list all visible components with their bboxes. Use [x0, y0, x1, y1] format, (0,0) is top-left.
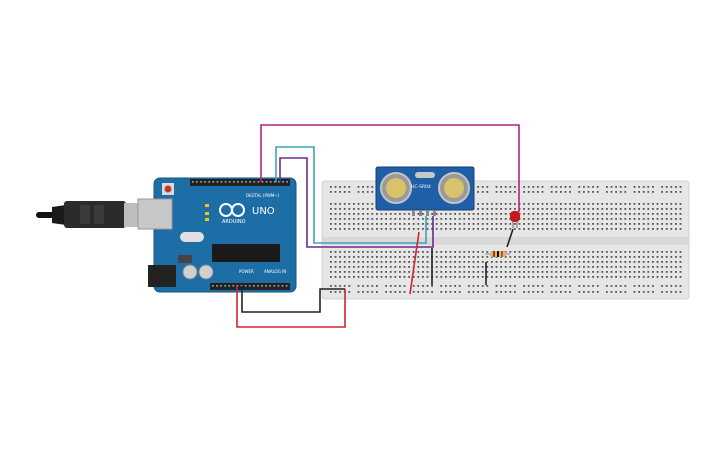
- atmega-chip: [212, 244, 280, 262]
- hc-sr04-sensor[interactable]: HC-SR04: [375, 166, 475, 216]
- wire-teal[interactable]: [275, 146, 427, 244]
- capacitor-2: [198, 264, 214, 280]
- wire-purple[interactable]: [279, 157, 434, 248]
- breadboard-holes: [330, 186, 682, 293]
- wires: [236, 124, 520, 328]
- usb-port: [137, 198, 173, 230]
- capacitor-1: [182, 264, 198, 280]
- power-jack: [148, 265, 176, 287]
- digital-header: [190, 179, 290, 186]
- led-l: [205, 204, 209, 207]
- resistor[interactable]: [485, 251, 510, 257]
- usb-cable[interactable]: [36, 201, 140, 228]
- sensor-model-text: HC-SR04: [411, 184, 431, 190]
- wire-black-led[interactable]: [506, 228, 514, 248]
- arduino-model-text: UNO: [252, 206, 275, 217]
- wire-black-gnd[interactable]: [241, 286, 345, 313]
- wire-red-vcc-rail[interactable]: [409, 231, 420, 295]
- arduino-logo-text: ARDUINO: [222, 219, 246, 225]
- crystal: [180, 232, 204, 242]
- wire-red-5v[interactable]: [236, 286, 346, 328]
- wire-magenta[interactable]: [260, 124, 520, 212]
- regulator: [178, 255, 192, 263]
- red-led[interactable]: [510, 211, 520, 228]
- led-tx: [205, 212, 209, 215]
- arduino-uno-board[interactable]: ARDUINO UNO DIGITAL (PWM~) POWER ANALOG …: [137, 177, 297, 293]
- led-rx: [205, 218, 209, 221]
- power-label: POWER: [239, 269, 254, 274]
- analog-in-label: ANALOG IN: [264, 269, 286, 274]
- digital-pins-label: DIGITAL (PWM~): [246, 193, 280, 198]
